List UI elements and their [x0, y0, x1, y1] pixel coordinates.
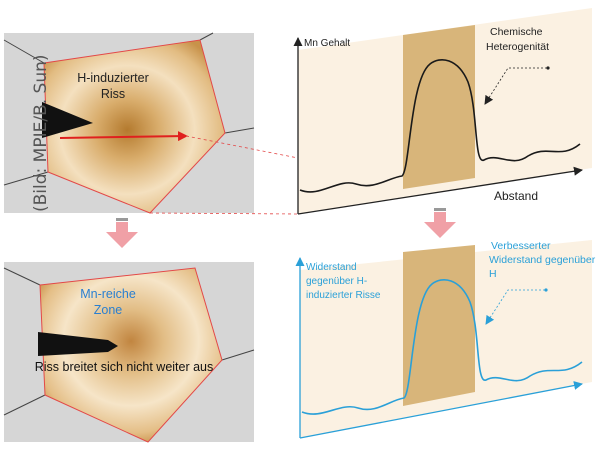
chart-top-x-label: Abstand: [494, 189, 538, 203]
crack-label-line1: H-induzierter: [77, 71, 149, 85]
chart-top-annotation-dot: [546, 66, 550, 70]
grain-boundary-line: [3, 267, 41, 286]
crack-shape-top: [42, 102, 93, 138]
chart-bottom-y-label-line1: Widerstand: [306, 262, 357, 273]
grain-boundary-line: [3, 394, 46, 416]
grain-pentagon-bottom: [39, 267, 223, 443]
crack-stops-caption: Riss breitet sich nicht weiter aus: [35, 360, 214, 374]
mn-zone-label-line2: Zone: [94, 303, 123, 317]
flow-arrow-cap: [434, 208, 446, 211]
chart-top-y-label: Mn Gehalt: [304, 38, 350, 49]
mn-content-curve: [299, 59, 581, 193]
chart-bottom-highlight-band: [403, 245, 475, 406]
crack-shape-bottom: [38, 332, 118, 356]
crack-label-line2: Riss: [101, 87, 125, 101]
chart-top-annotation-line2: Heterogenität: [486, 41, 549, 53]
projection-line: [149, 212, 299, 215]
chart-top-x-axis: [297, 166, 583, 215]
flow-arrow-cap: [116, 218, 128, 221]
chart-top-annotation-pointer: [484, 67, 547, 105]
mn-zone-label-line1: Mn-reiche: [80, 287, 136, 301]
photo-credit: (Bild: MPIE/B. Sun): [31, 54, 51, 212]
flow-down-arrow-left: [106, 222, 138, 248]
chart-bottom-annotation-pointer: [485, 289, 545, 325]
projection-line: [185, 135, 299, 159]
flow-down-arrow-right: [424, 212, 456, 238]
chart-bottom-annotation-line3: H: [489, 268, 497, 280]
chart-bottom-y-label-line2: gegenüber H-: [306, 276, 367, 287]
grain-boundary-line: [3, 171, 49, 186]
resistance-curve: [301, 279, 583, 415]
crack-propagation-arrow: [59, 131, 188, 142]
grain-panel-top: H-induzierter Riss: [3, 32, 255, 214]
grain-boundary-line: [224, 127, 255, 134]
grain-boundary-line: [199, 32, 214, 41]
grain-pentagon-top: [43, 39, 226, 214]
chart-mn-content: Mn Gehalt Abstand Chemische Heterogenitä…: [293, 8, 592, 215]
chart-bottom-annotation-line1: Verbesserter: [491, 240, 551, 252]
chart-top-annotation-line1: Chemische: [490, 26, 543, 38]
chart-bottom-annotation-dot: [544, 288, 548, 292]
grain-panel-bottom: Mn-reiche Zone Riss breitet sich nicht w…: [3, 262, 255, 443]
grain-boundary-line: [3, 39, 45, 64]
chart-resistance: Widerstand gegenüber H- induzierter Riss…: [295, 240, 596, 439]
grain-boundary-line: [221, 349, 255, 361]
chart-bottom-annotation-line2: Widerstand gegenüber: [489, 254, 596, 266]
chart-bottom-x-axis: [299, 381, 583, 439]
chart-bottom-y-label-line3: induzierter Risse: [306, 290, 381, 301]
